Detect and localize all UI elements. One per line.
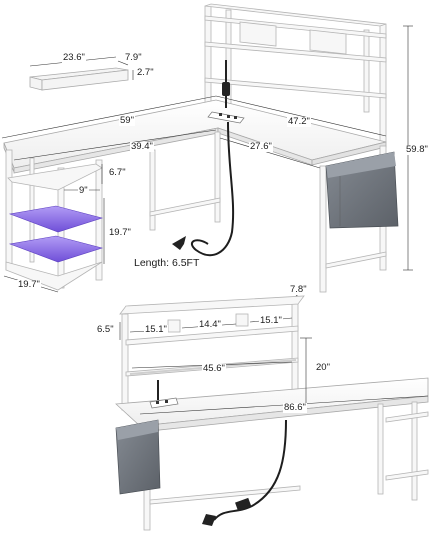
dimension-lines-top xyxy=(1,25,413,293)
hutch-cubby-height-label: 6.5" xyxy=(96,324,115,335)
shelf-width-label: 23.6" xyxy=(62,52,86,63)
led-shelves xyxy=(8,205,104,263)
cable-length-label: Length: 6.5FT xyxy=(134,257,200,269)
plug-bottom xyxy=(202,514,216,526)
desk-return-inner-label: 27.6" xyxy=(249,141,273,152)
long-desk-width-label: 86.6" xyxy=(283,402,307,413)
hutch-right-section-label: 15.1" xyxy=(259,315,283,326)
desk-return-length-label: 47.2" xyxy=(287,116,311,127)
hutch-inner-width-label: 45.6" xyxy=(202,363,226,374)
desk-overall-height-label: 59.8" xyxy=(405,144,429,155)
desk-overall-width-label: 59" xyxy=(119,115,135,126)
hutch-middle-section-label: 14.4" xyxy=(198,319,222,330)
shelf-depth-label: 7.9" xyxy=(124,52,143,63)
storage-bag-top xyxy=(325,151,399,229)
l-desk-top xyxy=(3,99,387,174)
monitor-shelf xyxy=(29,67,129,91)
hutch-left-section-label: 15.1" xyxy=(144,324,168,335)
side-shelf-height-label: 19.7" xyxy=(108,227,132,238)
shelf-height-label: 2.7" xyxy=(136,67,155,78)
side-base-depth-label: 19.7" xyxy=(17,279,41,290)
desk-main-inner-label: 39.4" xyxy=(130,141,154,152)
side-shelf-depth-label: 9" xyxy=(78,185,89,196)
power-strip-bottom xyxy=(149,380,179,409)
power-strip-top xyxy=(207,60,245,124)
cable-arrow xyxy=(172,236,186,250)
side-gap-top-label: 6.7" xyxy=(108,167,127,178)
power-cable-bottom xyxy=(213,419,287,521)
power-cable-top xyxy=(190,121,235,257)
hutch-clearance-label: 20" xyxy=(315,362,331,373)
hutch-depth-label: 7.8" xyxy=(289,284,308,295)
long-desk-top xyxy=(115,377,429,433)
storage-bag-bottom xyxy=(115,419,161,495)
